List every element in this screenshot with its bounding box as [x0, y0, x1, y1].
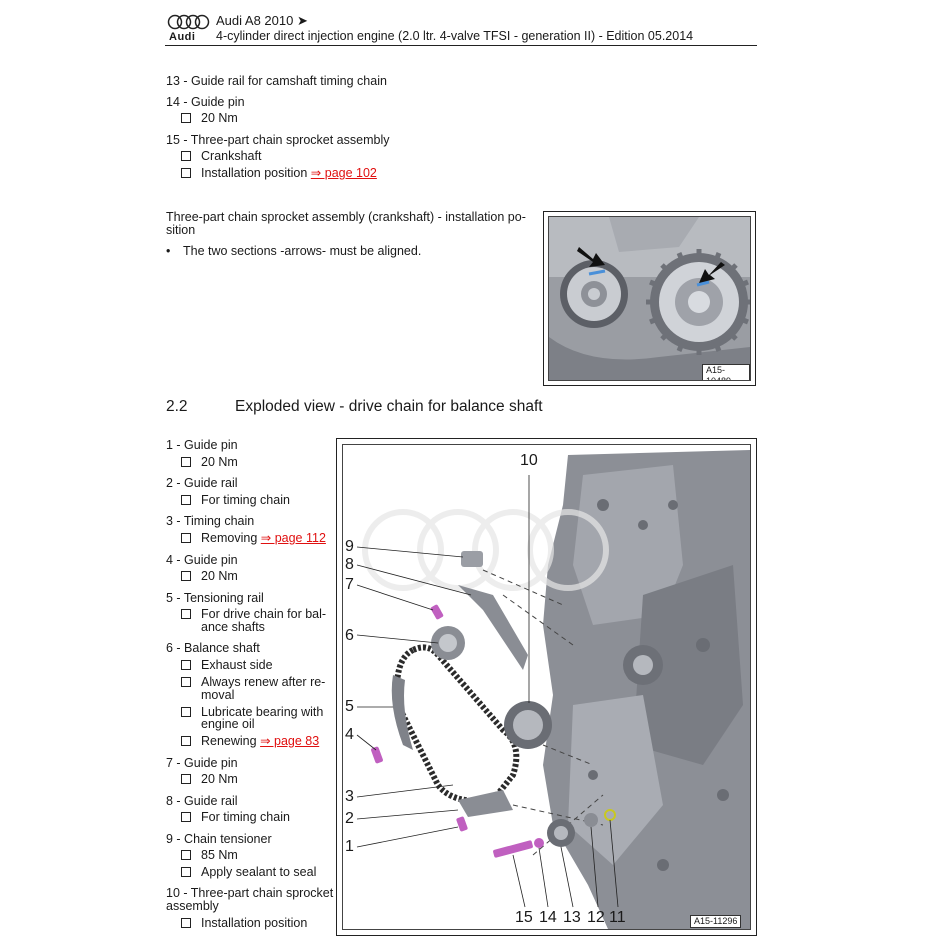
sub-item: Removing ⇒ page 112	[181, 532, 326, 545]
note-title-line1: Three-part chain sprocket assembly (cran…	[166, 210, 526, 224]
callout-12: 12	[587, 909, 605, 926]
callout-1: 1	[345, 838, 354, 855]
sub-item: For drive chain for bal-	[181, 608, 326, 621]
note-title-line2: sition	[166, 223, 196, 237]
figure-id-label: A15-10489	[702, 364, 750, 380]
sub-item: For timing chain	[181, 494, 290, 507]
part-item-4: 4 - Guide pin	[166, 553, 238, 567]
sub-item: 85 Nm	[181, 849, 238, 862]
sub-item: Always renew after re-	[181, 676, 325, 689]
callout-14: 14	[539, 909, 557, 926]
page-header: Audi Audi A8 2010 ➤ 4-cylinder direct in…	[165, 12, 757, 46]
sub-item: 20 Nm	[181, 570, 238, 583]
part-item-7: 7 - Guide pin	[166, 756, 238, 770]
checkbox-bullet-icon	[181, 812, 191, 822]
checkbox-bullet-icon	[181, 850, 191, 860]
part-item-3: 3 - Timing chain	[166, 514, 255, 528]
callout-9: 9	[345, 538, 354, 555]
sub-item: Apply sealant to seal	[181, 866, 316, 879]
checkbox-bullet-icon	[181, 609, 191, 619]
part-item-8: 8 - Guide rail	[166, 794, 238, 808]
sub-item-continued: moval	[201, 688, 235, 702]
section-number: 2.2	[166, 398, 188, 415]
callout-8: 8	[345, 556, 354, 573]
sub-item: Installation position	[181, 917, 307, 930]
crankshaft-sprocket-drawing	[549, 217, 750, 380]
callout-5: 5	[345, 698, 354, 715]
checkbox-bullet-icon	[181, 457, 191, 467]
checkbox-bullet-icon	[181, 660, 191, 670]
sub-item: 20 Nm	[181, 456, 238, 469]
part-item-10: 10 - Three-part chain sprocket assembly	[166, 886, 334, 913]
checkbox-bullet-icon	[181, 571, 191, 581]
brand-wordmark: Audi	[169, 31, 196, 43]
sub-item: Exhaust side	[181, 659, 273, 672]
checkbox-bullet-icon	[181, 774, 191, 784]
callout-13: 13	[563, 909, 581, 926]
checkbox-bullet-icon	[181, 736, 191, 746]
list-item-15: 15 - Three-part chain sprocket assembly	[166, 133, 390, 147]
figure-image-area: A15-10489	[548, 216, 751, 381]
sub-item: For timing chain	[181, 811, 290, 824]
sub-item: Installation position ⇒ page 102	[181, 167, 377, 180]
sub-item: Renewing ⇒ page 83	[181, 735, 319, 748]
part-item-5: 5 - Tensioning rail	[166, 591, 264, 605]
section-title: Exploded view - drive chain for balance …	[235, 398, 543, 415]
sub-item-continued: engine oil	[201, 717, 255, 731]
figure-image-area: 10 9 8 7 6 5 4 3 2 1 15 14 13 12 11 A15-…	[342, 444, 751, 930]
checkbox-bullet-icon	[181, 677, 191, 687]
checkbox-bullet-icon	[181, 495, 191, 505]
callout-4: 4	[345, 726, 354, 743]
note-bullet: •The two sections -arrows- must be align…	[166, 244, 422, 258]
callout-6: 6	[345, 627, 354, 644]
callout-15: 15	[515, 909, 533, 926]
sub-item-continued: ance shafts	[201, 620, 265, 634]
list-item-14: 14 - Guide pin	[166, 95, 245, 109]
list-item-13: 13 - Guide rail for camshaft timing chai…	[166, 74, 387, 88]
page-link[interactable]: ⇒ page 112	[260, 531, 326, 545]
callout-7: 7	[345, 576, 354, 593]
sub-item: 20 Nm	[181, 112, 238, 125]
part-item-1: 1 - Guide pin	[166, 438, 238, 452]
audi-rings-logo	[167, 14, 210, 30]
callout-3: 3	[345, 788, 354, 805]
page-link[interactable]: ⇒ page 83	[260, 734, 320, 748]
sub-item: Crankshaft	[181, 150, 261, 163]
callout-10: 10	[520, 452, 538, 469]
page-link[interactable]: ⇒ page 102	[310, 166, 377, 180]
checkbox-bullet-icon	[181, 533, 191, 543]
balance-shaft-chain-drawing	[343, 445, 750, 929]
header-title: Audi A8 2010 ➤	[216, 13, 308, 28]
figure-id-label: A15-11296	[690, 915, 742, 928]
checkbox-bullet-icon	[181, 113, 191, 123]
checkbox-bullet-icon	[181, 707, 191, 717]
sub-item: Lubricate bearing with	[181, 706, 323, 719]
checkbox-bullet-icon	[181, 918, 191, 928]
part-item-2: 2 - Guide rail	[166, 476, 238, 490]
part-item-9: 9 - Chain tensioner	[166, 832, 272, 846]
checkbox-bullet-icon	[181, 168, 191, 178]
checkbox-bullet-icon	[181, 867, 191, 877]
callout-2: 2	[345, 810, 354, 827]
part-item-6: 6 - Balance shaft	[166, 641, 260, 655]
header-subtitle: 4-cylinder direct injection engine (2.0 …	[216, 29, 694, 43]
callout-11: 11	[609, 909, 626, 926]
exploded-view-figure: 10 9 8 7 6 5 4 3 2 1 15 14 13 12 11 A15-…	[336, 438, 757, 936]
sub-item: 20 Nm	[181, 773, 238, 786]
checkbox-bullet-icon	[181, 151, 191, 161]
sprocket-installation-figure: A15-10489	[543, 211, 756, 386]
